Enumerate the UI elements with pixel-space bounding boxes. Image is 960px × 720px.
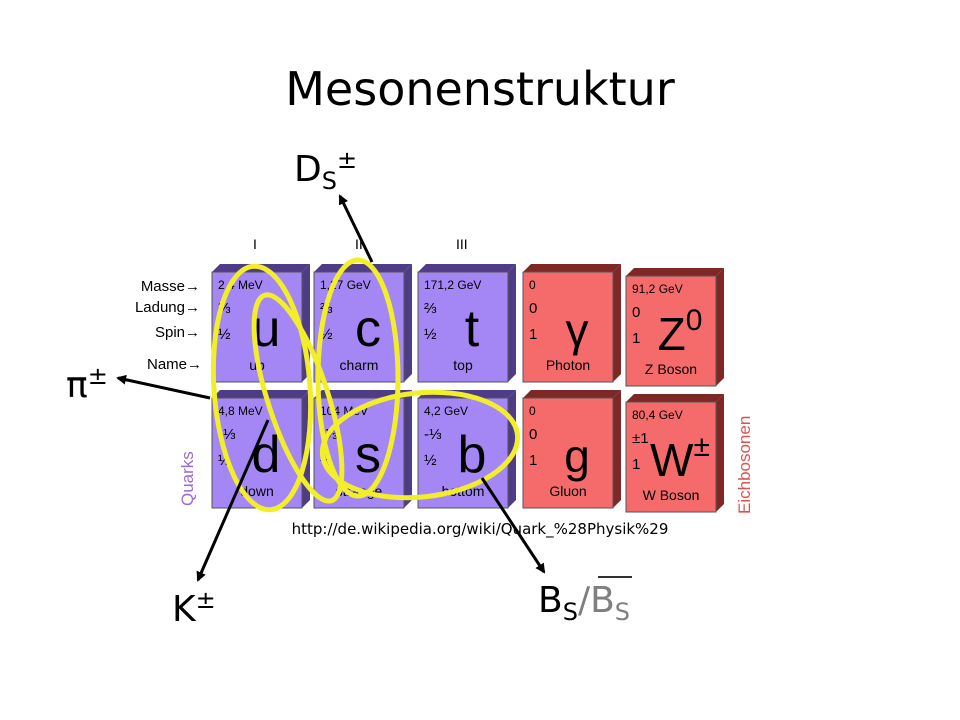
card-face	[625, 401, 717, 513]
highlight-u-d-ellipse	[210, 263, 314, 513]
card-top-edge	[418, 264, 516, 272]
card-name: top	[453, 357, 473, 373]
card-mass: 0	[529, 404, 536, 418]
card-symbol: t	[465, 300, 480, 358]
card-charge: 0	[529, 300, 537, 317]
card-spin: ½	[424, 452, 437, 469]
card-top-edge	[212, 390, 310, 398]
card-top-edge	[626, 394, 724, 402]
card-face	[522, 397, 614, 509]
card-spin: ½	[424, 326, 437, 343]
highlight-c-s-ellipse	[315, 257, 401, 499]
row-label-spin: Spin→	[154, 324, 200, 341]
card-charge: ±1	[632, 430, 649, 447]
card-symbol-superscript: 0	[686, 304, 703, 337]
card-name: Photon	[546, 357, 590, 373]
card-mass: 4,8 MeV	[218, 404, 263, 418]
arrow-to-k	[196, 419, 270, 582]
row-label-charge: Ladung→	[134, 299, 200, 316]
card-mass: 4,2 GeV	[424, 404, 468, 418]
antiparticle-bar	[598, 576, 632, 578]
card-symbol: g	[564, 430, 590, 482]
card-charge: 0	[632, 304, 640, 321]
card-name: Z Boson	[645, 361, 697, 377]
card-face	[417, 271, 509, 383]
card-symbol: b	[458, 426, 487, 484]
card-face	[522, 271, 614, 383]
card-symbol: s	[355, 426, 381, 484]
meson-label-pi: π±	[66, 362, 108, 406]
card-charge: 0	[529, 426, 537, 443]
card-symbol: d	[252, 426, 281, 484]
card-mass: 1,27 GeV	[320, 278, 371, 292]
card-spin: 1	[529, 326, 537, 343]
card-face	[625, 275, 717, 387]
card-mass: 2,4 MeV	[218, 278, 263, 292]
highlight-u-s-ellipse	[251, 292, 345, 504]
card-spin: 1	[632, 330, 640, 347]
card-top-edge	[314, 264, 412, 272]
row-label-mass: Masse→	[140, 278, 200, 295]
card-side-edge	[508, 264, 516, 382]
card-spin: 1	[529, 452, 537, 469]
meson-arrows	[116, 194, 546, 582]
card-side-edge	[613, 390, 621, 508]
source-url: http://de.wikipedia.org/wiki/Quark_%28Ph…	[291, 520, 669, 538]
card-symbol: c	[355, 300, 381, 358]
card-top-edge	[626, 268, 724, 276]
card-top-edge	[523, 264, 621, 272]
card-side-edge	[404, 264, 412, 382]
card-symbol: γ	[566, 304, 589, 356]
bosons-group-label: Eichbosonen	[735, 415, 754, 514]
generation-label-2: II	[355, 236, 363, 252]
card-side-edge	[404, 390, 412, 508]
arrow-to-pi	[116, 374, 211, 400]
card-mass: 0	[529, 278, 536, 292]
card-charge: -⅓	[424, 426, 442, 443]
card-spin: 1	[632, 456, 640, 473]
quarks-group-label: Quarks	[178, 451, 197, 506]
card-top-edge	[523, 390, 621, 398]
card-side-edge	[716, 394, 724, 512]
card-mass: 91,2 GeV	[632, 282, 683, 296]
particle-card-w: 80,4 GeV ±1 1 W±W Boson	[625, 394, 724, 513]
card-spin: ½	[218, 326, 231, 343]
card-mass: 80,4 GeV	[632, 408, 683, 422]
card-symbol: W±	[650, 430, 710, 486]
card-charge: ⅔	[424, 300, 437, 317]
highlight-ellipses	[210, 257, 521, 513]
card-name: down	[240, 483, 273, 499]
meson-label-ds: DS±	[294, 146, 358, 196]
generation-label-3: III	[456, 236, 468, 252]
card-side-edge	[613, 264, 621, 382]
card-name: W Boson	[643, 487, 700, 503]
card-symbol-superscript: ±	[693, 430, 709, 463]
row-label-name: Name→	[146, 356, 202, 373]
arrow-to-bs	[480, 477, 546, 574]
highlight-s-b-ellipse	[319, 389, 521, 501]
generation-label-1: I	[253, 236, 257, 252]
meson-label-bs: BS/BS	[538, 580, 631, 627]
arrow-to-ds	[338, 194, 374, 263]
slide-title: Mesonenstruktur	[285, 62, 675, 116]
card-side-edge	[716, 268, 724, 386]
meson-label-k: K±	[172, 586, 216, 630]
card-mass: 171,2 GeV	[424, 278, 481, 292]
card-name: Gluon	[549, 483, 586, 499]
card-name: charm	[340, 357, 379, 373]
